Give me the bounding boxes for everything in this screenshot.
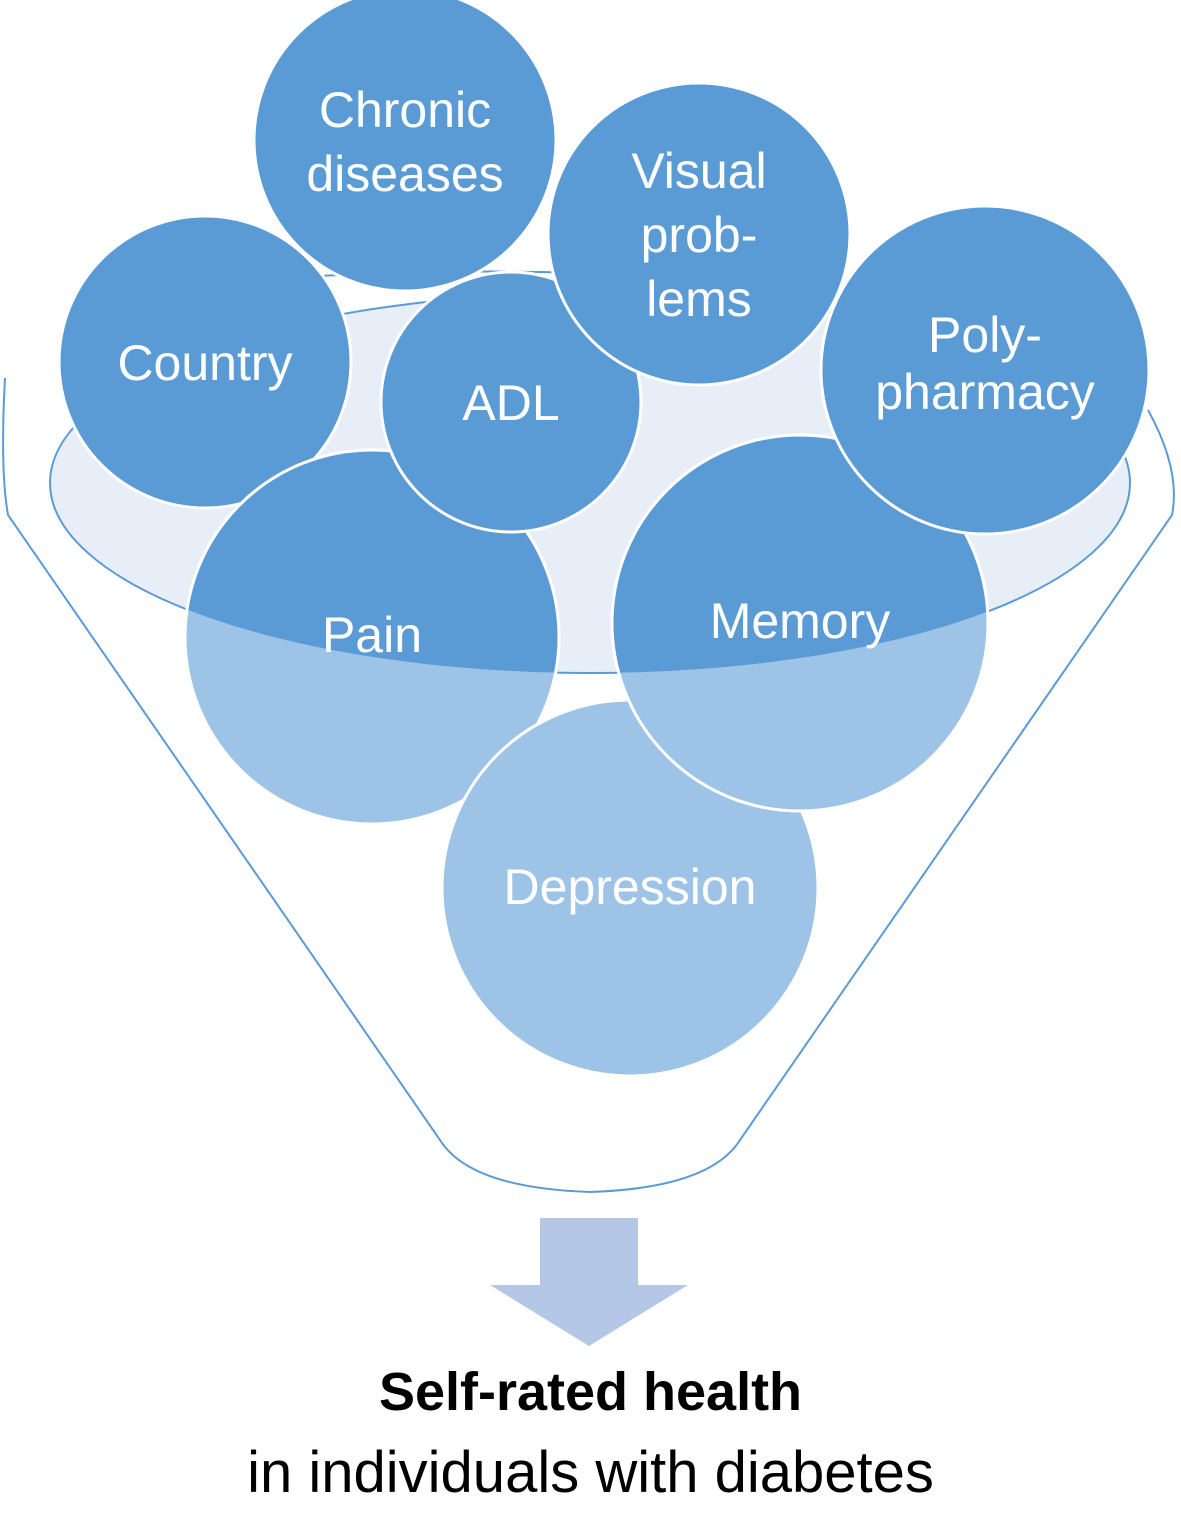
factor-pain: Pain bbox=[183, 448, 561, 826]
factor-label-line: Country bbox=[117, 335, 292, 391]
factor-label-line: ADL bbox=[462, 375, 559, 431]
factor-polypharmacy: Poly- pharmacy bbox=[819, 204, 1151, 536]
factor-visual-problems: Visual prob- lems bbox=[546, 81, 852, 387]
factor-label-line: Poly- bbox=[928, 307, 1042, 363]
outcome-title: Self-rated health bbox=[378, 1362, 803, 1422]
factor-label-line: Memory bbox=[710, 593, 891, 649]
factor-country: Country bbox=[57, 214, 353, 510]
outcome-subtitle: in individuals with diabetes bbox=[247, 1440, 934, 1505]
factor-label-line: Depression bbox=[504, 859, 757, 915]
factor-label-line: Visual bbox=[631, 143, 766, 199]
factor-memory: Memory bbox=[610, 433, 990, 813]
factor-label-line: pharmacy bbox=[875, 364, 1095, 420]
factor-label-line: Pain bbox=[322, 607, 422, 663]
factor-label-line: diseases bbox=[306, 146, 503, 202]
factor-adl: ADL bbox=[379, 270, 643, 534]
factor-label-line: lems bbox=[646, 271, 752, 327]
funnel-outline bbox=[2, 377, 1175, 1194]
factor-label-line: Chronic bbox=[319, 82, 491, 138]
factor-chronic-diseases: Chronic diseases bbox=[252, 0, 558, 293]
down-arrow bbox=[490, 1218, 688, 1346]
factor-label-line: prob- bbox=[641, 207, 758, 263]
